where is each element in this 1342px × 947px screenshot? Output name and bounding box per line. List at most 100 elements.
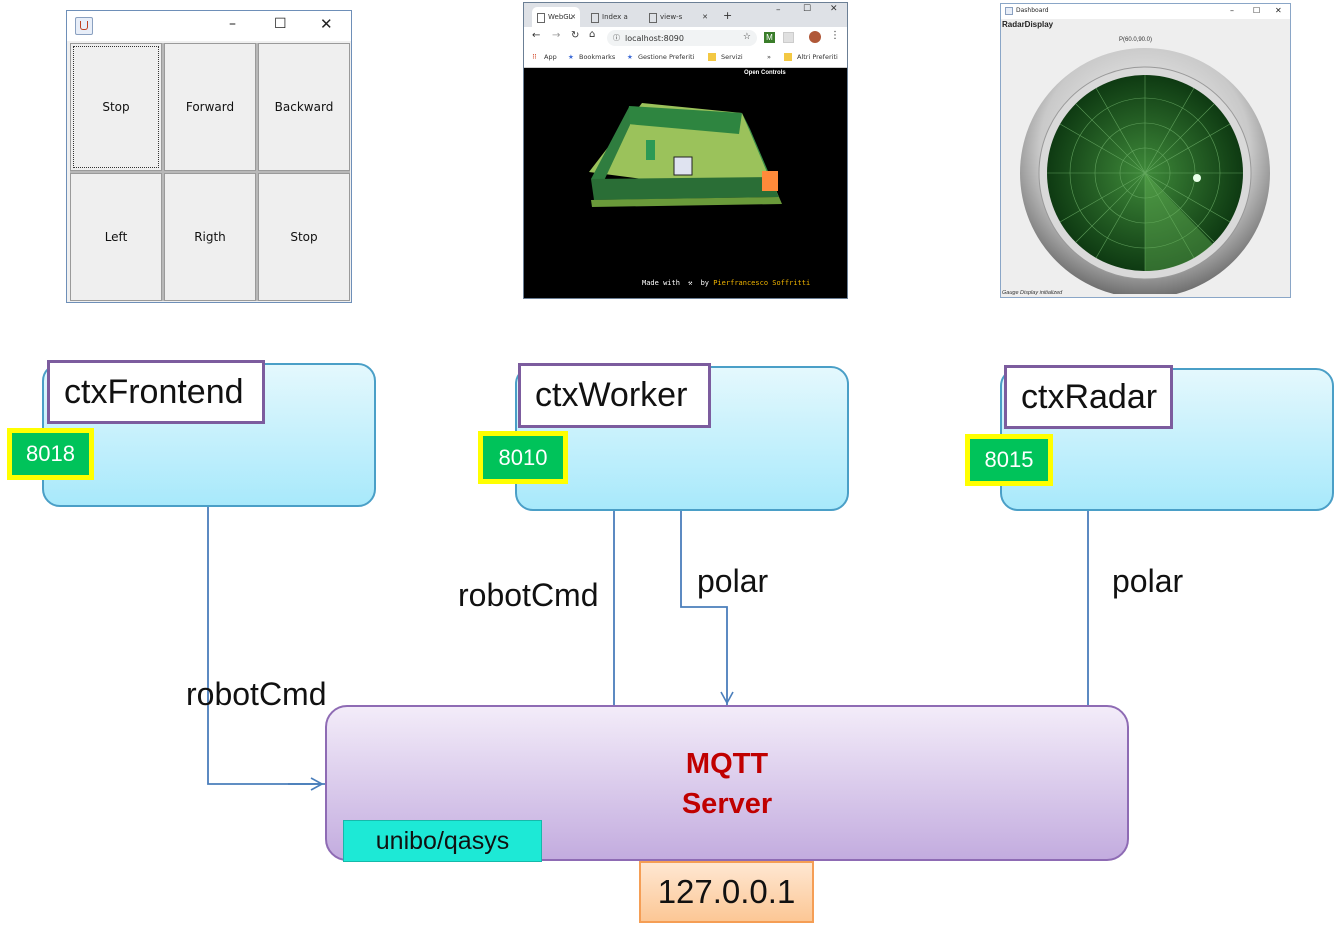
extension-icon[interactable] [783,32,794,43]
sonar-box [762,171,778,191]
label-frontend-robotcmd: robotCmd [186,676,327,712]
tab-index[interactable]: Index a [586,7,640,27]
tab-title: WebGL [548,13,573,21]
folder-icon [708,53,716,61]
arena-base [591,197,782,207]
ctx-frontend-label: ctxFrontend [47,360,265,424]
robot-control-window: – ☐ ✕ Stop Forward Backward Left Rigth S… [66,10,352,303]
folder-icon [784,53,792,61]
tab-webgl[interactable]: WebGL ✕ [532,7,580,27]
profile-avatar[interactable] [809,31,821,43]
bookmark-gestione-preferiti[interactable]: Gestione Preferiti [638,53,695,61]
mqtt-address-badge: 127.0.0.1 [639,861,814,923]
ctx-radar-label: ctxRadar [1004,365,1173,429]
star-bookmark-icon: ★ [568,53,574,61]
webgl-scene [589,103,782,207]
arena-left-wall [591,107,630,185]
bookmark-bookmarks[interactable]: Bookmarks [579,53,616,61]
mqtt-title-line2: Server [681,788,773,820]
robot-model [673,156,693,176]
menu-icon[interactable]: ⋮ [830,30,840,41]
mqtt-title-line1: MQTT [685,748,769,780]
bookmark-altri-preferiti[interactable]: Altri Preferiti [797,53,838,61]
right-button[interactable]: Rigth [164,173,256,301]
url-text: localhost:8090 [625,33,684,43]
stop-button[interactable]: Stop [70,43,162,171]
tab-view-source[interactable]: view-s ✕ [644,7,712,27]
radar-blip [1193,174,1201,182]
address-bar[interactable]: ⓘ localhost:8090 ☆ [607,30,757,46]
label-worker-robotcmd: robotCmd [458,577,599,613]
radar-dashboard-window: Dashboard – ☐ ✕ RadarDisplay P(60.0,90.0… [1000,3,1291,298]
radar-point-readout: P(60.0,90.0) [1119,37,1153,43]
radar-display-heading: RadarDisplay [1002,20,1054,29]
info-icon: ⓘ [613,34,620,42]
maximize-button[interactable]: ☐ [803,4,812,14]
open-controls-link[interactable]: Open Controls [744,70,786,76]
browser-tab-strip: WebGL ✕ Index a view-s ✕ + – ☐ ✕ [524,3,847,27]
magic-wand-icon: ⚒ [688,279,693,287]
back-arrow-icon[interactable]: ← [532,30,541,41]
ctx-frontend-port: 8018 [7,428,94,480]
backward-button[interactable]: Backward [258,43,350,171]
reload-icon[interactable]: ↻ [571,30,580,41]
radar-window-titlebar: Dashboard – ☐ ✕ [1001,4,1290,19]
ctx-radar-port: 8015 [965,434,1053,486]
radar-grid [1047,75,1243,271]
forward-arrow-icon[interactable]: → [552,30,561,41]
close-button[interactable]: ✕ [1275,6,1282,15]
worker-to-mqtt-arrow [680,510,734,705]
close-tab-icon[interactable]: ✕ [702,13,708,21]
control-button-grid: Stop Forward Backward Left Rigth Stop [70,43,350,301]
page-icon [537,13,545,23]
java-app-icon [75,17,93,35]
left-button[interactable]: Left [70,173,162,301]
forward-button[interactable]: Forward [164,43,256,171]
footer-by: by [700,279,710,287]
more-bookmarks-chevron[interactable]: » [767,53,771,61]
minimize-button[interactable]: – [229,16,236,32]
browser-window: WebGL ✕ Index a view-s ✕ + – ☐ ✕ ← → ↻ ⌂… [523,2,848,299]
bookmarks-bar: ⠿ App ★ Bookmarks ★ Gestione Preferiti S… [524,49,847,68]
maximize-button[interactable]: ☐ [1253,6,1261,15]
apps-grid-icon: ⠿ [532,53,537,61]
browser-toolbar: ← → ↻ ⌂ ⓘ localhost:8090 ☆ M ⋮ [524,27,847,49]
footer-prefix: Made with [642,279,680,287]
close-tab-icon[interactable]: ✕ [570,13,576,21]
radar-status-text: Gauge Display initialized [1002,290,1063,296]
arena-front-wall [591,177,779,200]
page-icon [591,13,599,23]
obstacle-box [646,140,655,160]
page-icon [649,13,657,23]
radar-window-title: Dashboard [1016,7,1049,14]
arena-back-wall [627,106,742,134]
bookmark-servizi[interactable]: Servizi [721,53,743,61]
label-worker-polar: polar [697,563,769,599]
close-button[interactable]: ✕ [320,15,333,33]
ctx-worker-label: ctxWorker [518,363,711,428]
frontend-to-mqtt-arrow [207,507,324,791]
made-with-footer: Made with ⚒ by Pierfrancesco Soffritti [642,279,810,287]
minimize-button[interactable]: – [1230,6,1234,15]
mqtt-server-title: MQTT Server [600,744,854,824]
radar-sweep [1145,173,1213,272]
minimize-button[interactable]: – [776,5,781,15]
tab-title: Index a [602,13,628,21]
tab-title: view-s [660,13,683,21]
star-bookmark-icon: ★ [627,53,633,61]
home-icon[interactable]: ⌂ [589,29,596,40]
java-app-icon [1005,7,1013,15]
close-button[interactable]: ✕ [830,4,838,14]
footer-author-link[interactable]: Pierfrancesco Soffritti [713,279,811,287]
star-icon[interactable]: ☆ [742,32,751,42]
label-radar-polar: polar [1112,563,1184,599]
radar-gauge [1020,48,1270,294]
bookmark-apps[interactable]: App [544,53,557,61]
stop-button-2[interactable]: Stop [258,173,350,301]
maximize-button[interactable]: ☐ [274,16,287,32]
mqtt-topic-badge: unibo/qasys [343,820,542,862]
control-window-titlebar: – ☐ ✕ [67,11,351,41]
ctx-worker-port: 8010 [478,431,568,484]
new-tab-button[interactable]: + [723,9,733,22]
extension-m-icon[interactable]: M [764,32,775,43]
